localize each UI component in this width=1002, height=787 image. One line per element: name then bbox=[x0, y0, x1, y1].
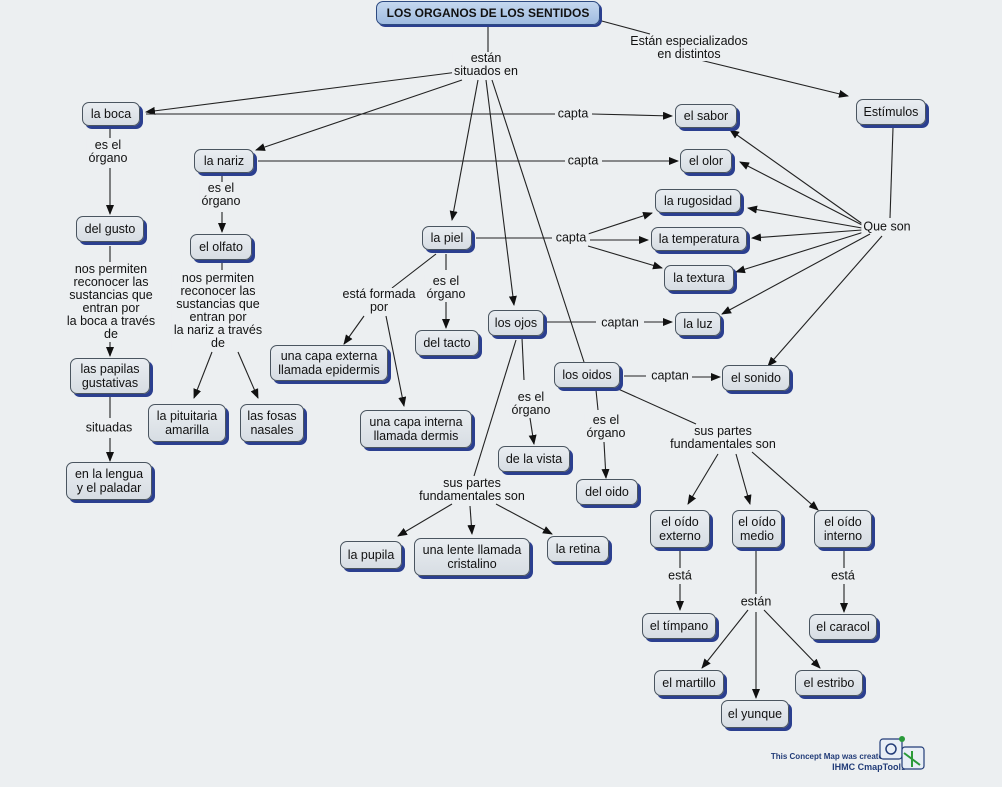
node-la-boca[interactable]: la boca bbox=[82, 102, 140, 126]
node-la-pupila[interactable]: la pupila bbox=[340, 541, 402, 569]
link-label-formada-por: está formada por bbox=[340, 287, 418, 314]
node-capa-interna-dermis[interactable]: una capa interna llamada dermis bbox=[360, 410, 472, 448]
link-label-permiten-boca: nos permiten reconocer las sustancias qu… bbox=[64, 262, 158, 341]
link-label-que-son: Que son bbox=[861, 219, 913, 234]
node-la-piel[interactable]: la piel bbox=[422, 226, 472, 250]
credit-line-1: This Concept Map was created with bbox=[770, 752, 906, 761]
node-la-luz[interactable]: la luz bbox=[675, 312, 721, 336]
link-label-situados: están situados en bbox=[452, 51, 520, 78]
link-label-es-el-organo-ojos: es el órgano bbox=[509, 390, 553, 417]
link-label-es-el-organo-piel: es el órgano bbox=[424, 274, 468, 301]
node-la-retina[interactable]: la retina bbox=[547, 536, 609, 562]
node-el-caracol[interactable]: el caracol bbox=[809, 614, 877, 640]
link-label-capta-boca: capta bbox=[555, 106, 591, 121]
node-las-papilas-gustativas[interactable]: las papilas gustativas bbox=[70, 358, 150, 394]
node-la-nariz[interactable]: la nariz bbox=[194, 149, 254, 173]
node-los-ojos[interactable]: los ojos bbox=[488, 310, 544, 336]
link-label-permiten-nariz: nos permiten reconocer las sustancias qu… bbox=[171, 271, 265, 350]
link-label-es-el-organo-nariz: es el órgano bbox=[199, 181, 243, 208]
node-el-martillo[interactable]: el martillo bbox=[654, 670, 724, 696]
node-capa-externa-epidermis[interactable]: una capa externa llamada epidermis bbox=[270, 345, 388, 381]
node-el-olor[interactable]: el olor bbox=[680, 149, 732, 173]
node-lente-cristalino[interactable]: una lente llamada cristalino bbox=[414, 538, 530, 576]
link-label-partes-oidos: sus partes fundamentales son bbox=[668, 424, 778, 451]
node-de-la-vista[interactable]: de la vista bbox=[498, 446, 570, 472]
node-el-timpano[interactable]: el tímpano bbox=[642, 613, 716, 639]
link-label-es-el-organo-oidos: es el órgano bbox=[584, 413, 628, 440]
link-label-capta-nariz: capta bbox=[565, 153, 601, 168]
link-label-capta-piel: capta bbox=[553, 230, 589, 245]
node-el-sonido[interactable]: el sonido bbox=[722, 365, 790, 391]
node-la-temperatura[interactable]: la temperatura bbox=[651, 227, 747, 251]
link-label-esta-interno: está bbox=[829, 568, 857, 583]
node-la-textura[interactable]: la textura bbox=[664, 265, 734, 291]
node-del-tacto[interactable]: del tacto bbox=[415, 330, 479, 356]
link-label-especializados: Están especializados en distintos bbox=[628, 34, 750, 61]
node-oido-externo[interactable]: el oído externo bbox=[650, 510, 710, 548]
link-label-captan-oidos: captan bbox=[649, 368, 691, 383]
node-estimulos[interactable]: Estímulos bbox=[856, 99, 926, 125]
link-label-es-el-organo-boca: es el órgano bbox=[86, 138, 130, 165]
cmaptools-credit: This Concept Map was created with IHMC C… bbox=[716, 752, 906, 772]
link-label-partes-ojos: sus partes fundamentales son bbox=[417, 476, 527, 503]
node-la-pituitaria-amarilla[interactable]: la pituitaria amarilla bbox=[148, 404, 226, 442]
link-label-estan-medio: están bbox=[738, 594, 774, 609]
node-del-oido[interactable]: del oido bbox=[576, 479, 638, 505]
node-el-estribo[interactable]: el estribo bbox=[795, 670, 863, 696]
main-concept-node[interactable]: LOS ORGANOS DE LOS SENTIDOS bbox=[376, 1, 600, 25]
link-label-situadas: situadas bbox=[83, 420, 135, 435]
node-las-fosas-nasales[interactable]: las fosas nasales bbox=[240, 404, 304, 442]
node-los-oidos[interactable]: los oidos bbox=[554, 362, 620, 388]
node-oido-medio[interactable]: el oído medio bbox=[732, 510, 782, 548]
node-el-sabor[interactable]: el sabor bbox=[675, 104, 737, 128]
link-label-esta-externo: está bbox=[666, 568, 694, 583]
node-en-la-lengua-y-paladar[interactable]: en la lengua y el paladar bbox=[66, 462, 152, 500]
credit-line-2: IHMC CmapTools bbox=[832, 762, 906, 772]
node-el-yunque[interactable]: el yunque bbox=[721, 700, 789, 728]
link-label-captan-ojos: captan bbox=[599, 315, 641, 330]
cmaptools-logo-icon bbox=[879, 736, 925, 770]
node-el-olfato[interactable]: el olfato bbox=[190, 234, 252, 260]
node-del-gusto[interactable]: del gusto bbox=[76, 216, 144, 242]
node-oido-interno[interactable]: el oído interno bbox=[814, 510, 872, 548]
node-la-rugosidad[interactable]: la rugosidad bbox=[655, 189, 741, 213]
